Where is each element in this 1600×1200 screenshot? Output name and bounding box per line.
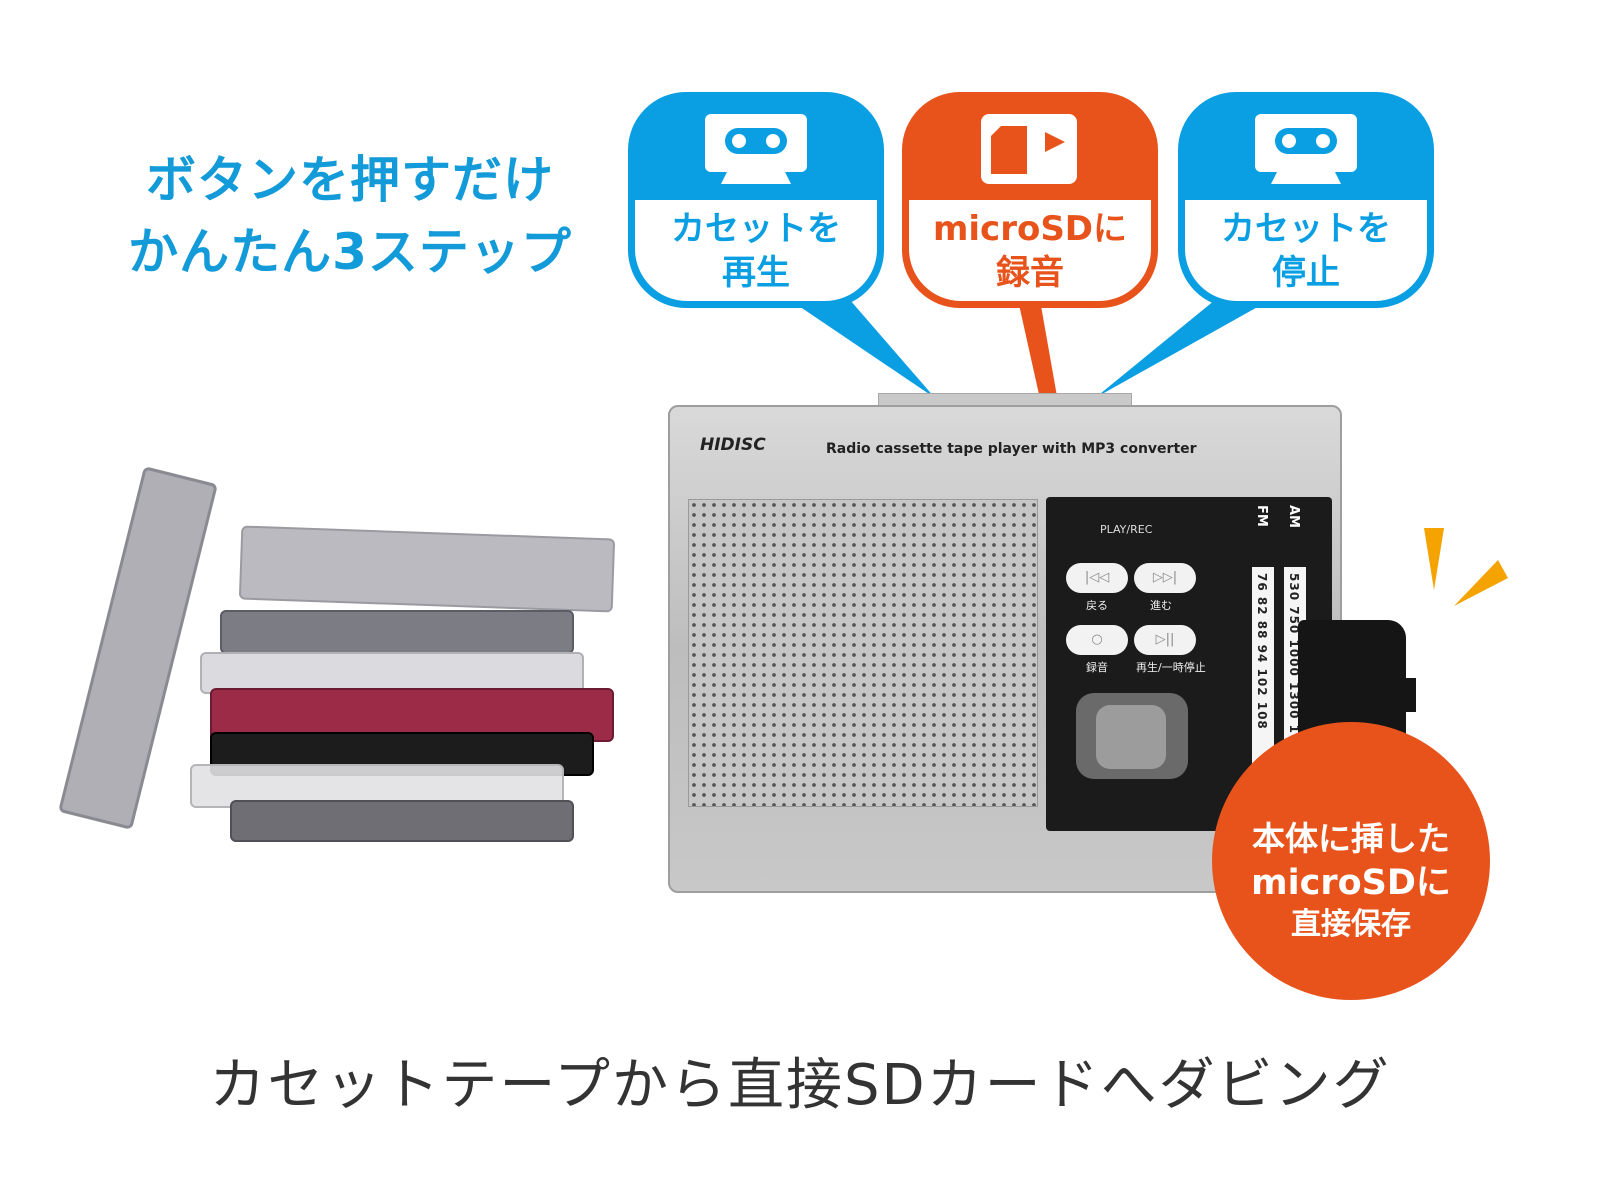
headline-line-1: ボタンを押すだけ: [146, 151, 554, 209]
cassette-top: [238, 525, 616, 613]
microsd-icon: [981, 114, 1077, 184]
step-bubble-record: microSDに 録音: [902, 92, 1158, 308]
step-2-line-2: 録音: [996, 252, 1064, 293]
step-3-line-1: カセットを: [1221, 208, 1391, 249]
am-band-label: AM: [1286, 505, 1301, 528]
record-label: 録音: [1086, 661, 1108, 674]
forward-button[interactable]: ▷▷|: [1134, 563, 1196, 593]
fm-scale: 76 82 88 94 102 108: [1255, 573, 1269, 730]
cassette-icon: [705, 114, 807, 184]
tail-step-1: [790, 300, 935, 398]
badge-line-3: 直接保存: [1291, 907, 1411, 942]
play-rec-label: PLAY/REC: [1100, 523, 1153, 536]
step-2-line-1: microSDに: [932, 208, 1128, 249]
direct-save-badge: 本体に挿した microSDに 直接保存: [1212, 722, 1490, 1000]
play-pause-label: 再生/一時停止: [1136, 661, 1206, 674]
cassette-grey: [220, 610, 574, 654]
badge-line-2: microSDに: [1251, 863, 1451, 903]
forward-label: 進む: [1150, 599, 1172, 612]
device-body: HIDISC Radio cassette tape player with M…: [668, 405, 1342, 893]
cassette-bottom: [230, 800, 574, 842]
step-bubble-play: カセットを 再生: [628, 92, 884, 308]
step-bubble-stop: カセットを 停止: [1178, 92, 1434, 308]
am-scale: 530 750 1000 1300 1600: [1287, 573, 1301, 763]
rewind-button[interactable]: |◁◁: [1066, 563, 1128, 593]
cassette-stack-image: [40, 466, 640, 850]
badge-line-1: 本体に挿した: [1252, 819, 1450, 858]
brand-logo: HIDISC: [700, 435, 766, 455]
speaker-grille: [688, 499, 1038, 807]
cassette-icon: [1255, 114, 1357, 184]
play-pause-button[interactable]: ▷||: [1134, 625, 1196, 655]
cassette-clear: [200, 652, 584, 694]
headline-line-2: かんたん3ステップ: [128, 223, 572, 281]
spark-accent: [1424, 528, 1508, 606]
cassette-player-device: HIDISC Radio cassette tape player with M…: [668, 393, 1342, 893]
fm-band-label: FM: [1254, 505, 1269, 527]
step-1-line-1: カセットを: [671, 208, 841, 249]
step-1-line-2: 再生: [722, 252, 790, 293]
tail-step-3: [1095, 300, 1270, 398]
step-3-line-2: 停止: [1272, 252, 1340, 293]
bottom-caption: カセットテープから直接SDカードへダビング: [209, 1053, 1391, 1118]
tuning-knob[interactable]: [1076, 693, 1188, 779]
model-text: Radio cassette tape player with MP3 conv…: [826, 441, 1197, 457]
record-button[interactable]: ○: [1066, 625, 1128, 655]
rewind-label: 戻る: [1086, 599, 1108, 612]
